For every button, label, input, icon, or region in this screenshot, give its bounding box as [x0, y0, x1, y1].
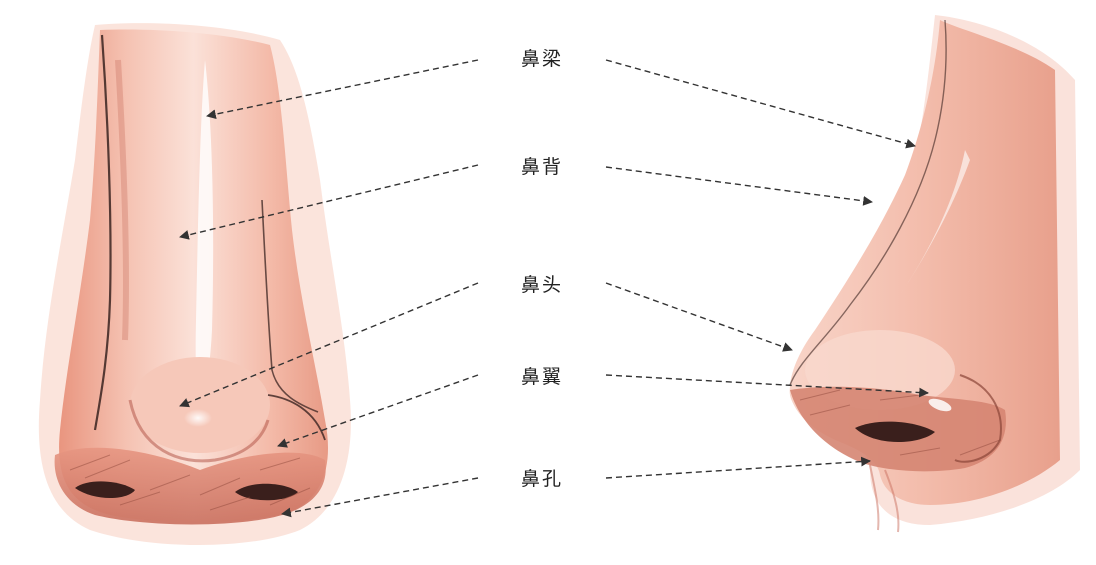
arrow-bridge-side	[606, 60, 915, 146]
label-nose-wing: 鼻翼	[492, 362, 592, 389]
label-nostril: 鼻孔	[492, 464, 592, 491]
front-nose-illustration	[39, 23, 351, 545]
label-nose-dorsum: 鼻背	[492, 152, 592, 179]
arrow-dorsum-side	[606, 167, 872, 202]
arrow-tip-side	[606, 283, 792, 350]
label-nose-bridge: 鼻梁	[492, 44, 592, 71]
arrow-nostril-side	[606, 461, 870, 478]
side-nose-illustration	[790, 15, 1080, 532]
label-nose-tip: 鼻头	[492, 270, 592, 297]
